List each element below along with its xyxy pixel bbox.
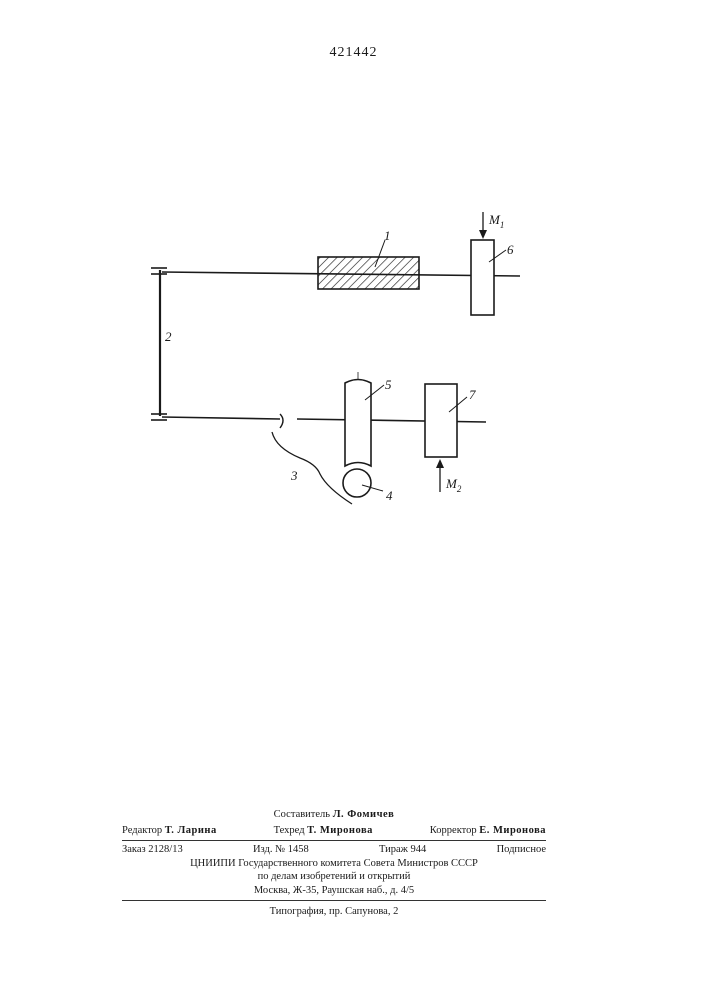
torque-m1-arrowhead [479,230,487,239]
label-m1: M1 [488,212,504,230]
label-6: 6 [507,242,514,257]
compiler-line: Составитель Л. Фомичев [122,808,546,822]
editor-name: Т. Ларина [165,825,217,836]
staff-line: Редактор Т. Ларина Техред Т. Миронова Ко… [122,824,546,838]
corrector-name: Е. Миронова [479,825,546,836]
compiler-name: Л. Фомичев [333,809,395,820]
print-details-line: Заказ 2128/13 Изд. № 1458 Тираж 944 Подп… [122,843,546,857]
torque-m2-arrowhead [436,459,444,468]
corrector-entry: Корректор Е. Миронова [430,824,546,838]
colophon: Составитель Л. Фомичев Редактор Т. Ларин… [122,808,546,919]
editor-entry: Редактор Т. Ларина [122,824,217,838]
lower-shaft-left [162,417,280,419]
subscription: Подписное [497,843,546,857]
label-7: 7 [469,387,476,402]
label-4: 4 [386,488,393,503]
element-1-hatched [318,257,419,289]
organization-line1: ЦНИИПИ Государственного комитета Совета … [122,857,546,871]
block-6 [471,240,494,315]
techred-name: Т. Миронова [307,825,373,836]
label-m1-subscript: 1 [500,220,505,230]
roller-4 [343,469,371,497]
shaft-break-mark [280,414,283,428]
organization-line2: по делам изобретений и открытий [122,870,546,884]
divider-top [122,840,546,841]
typography: Типография, пр. Сапунова, 2 [122,905,546,919]
label-3: 3 [290,468,298,483]
edition-number: Изд. № 1458 [253,843,309,857]
techred-entry: Техред Т. Миронова [274,824,373,838]
compiler-label: Составитель [274,809,330,820]
roller-5 [345,380,371,467]
kinematic-diagram: 1 2 3 4 5 6 7 M1 M2 [0,0,707,760]
corrector-label: Корректор [430,825,477,836]
label-m2: M2 [445,476,462,494]
divider-bottom [122,900,546,901]
techred-label: Техред [274,825,305,836]
address: Москва, Ж-35, Раушская наб., д. 4/5 [122,884,546,898]
label-2: 2 [165,329,172,344]
circulation: Тираж 944 [379,843,426,857]
editor-label: Редактор [122,825,162,836]
block-7 [425,384,457,457]
label-5: 5 [385,377,392,392]
order-number: Заказ 2128/13 [122,843,183,857]
brace-3 [272,432,352,504]
label-m2-subscript: 2 [457,484,462,494]
label-1: 1 [384,228,391,243]
